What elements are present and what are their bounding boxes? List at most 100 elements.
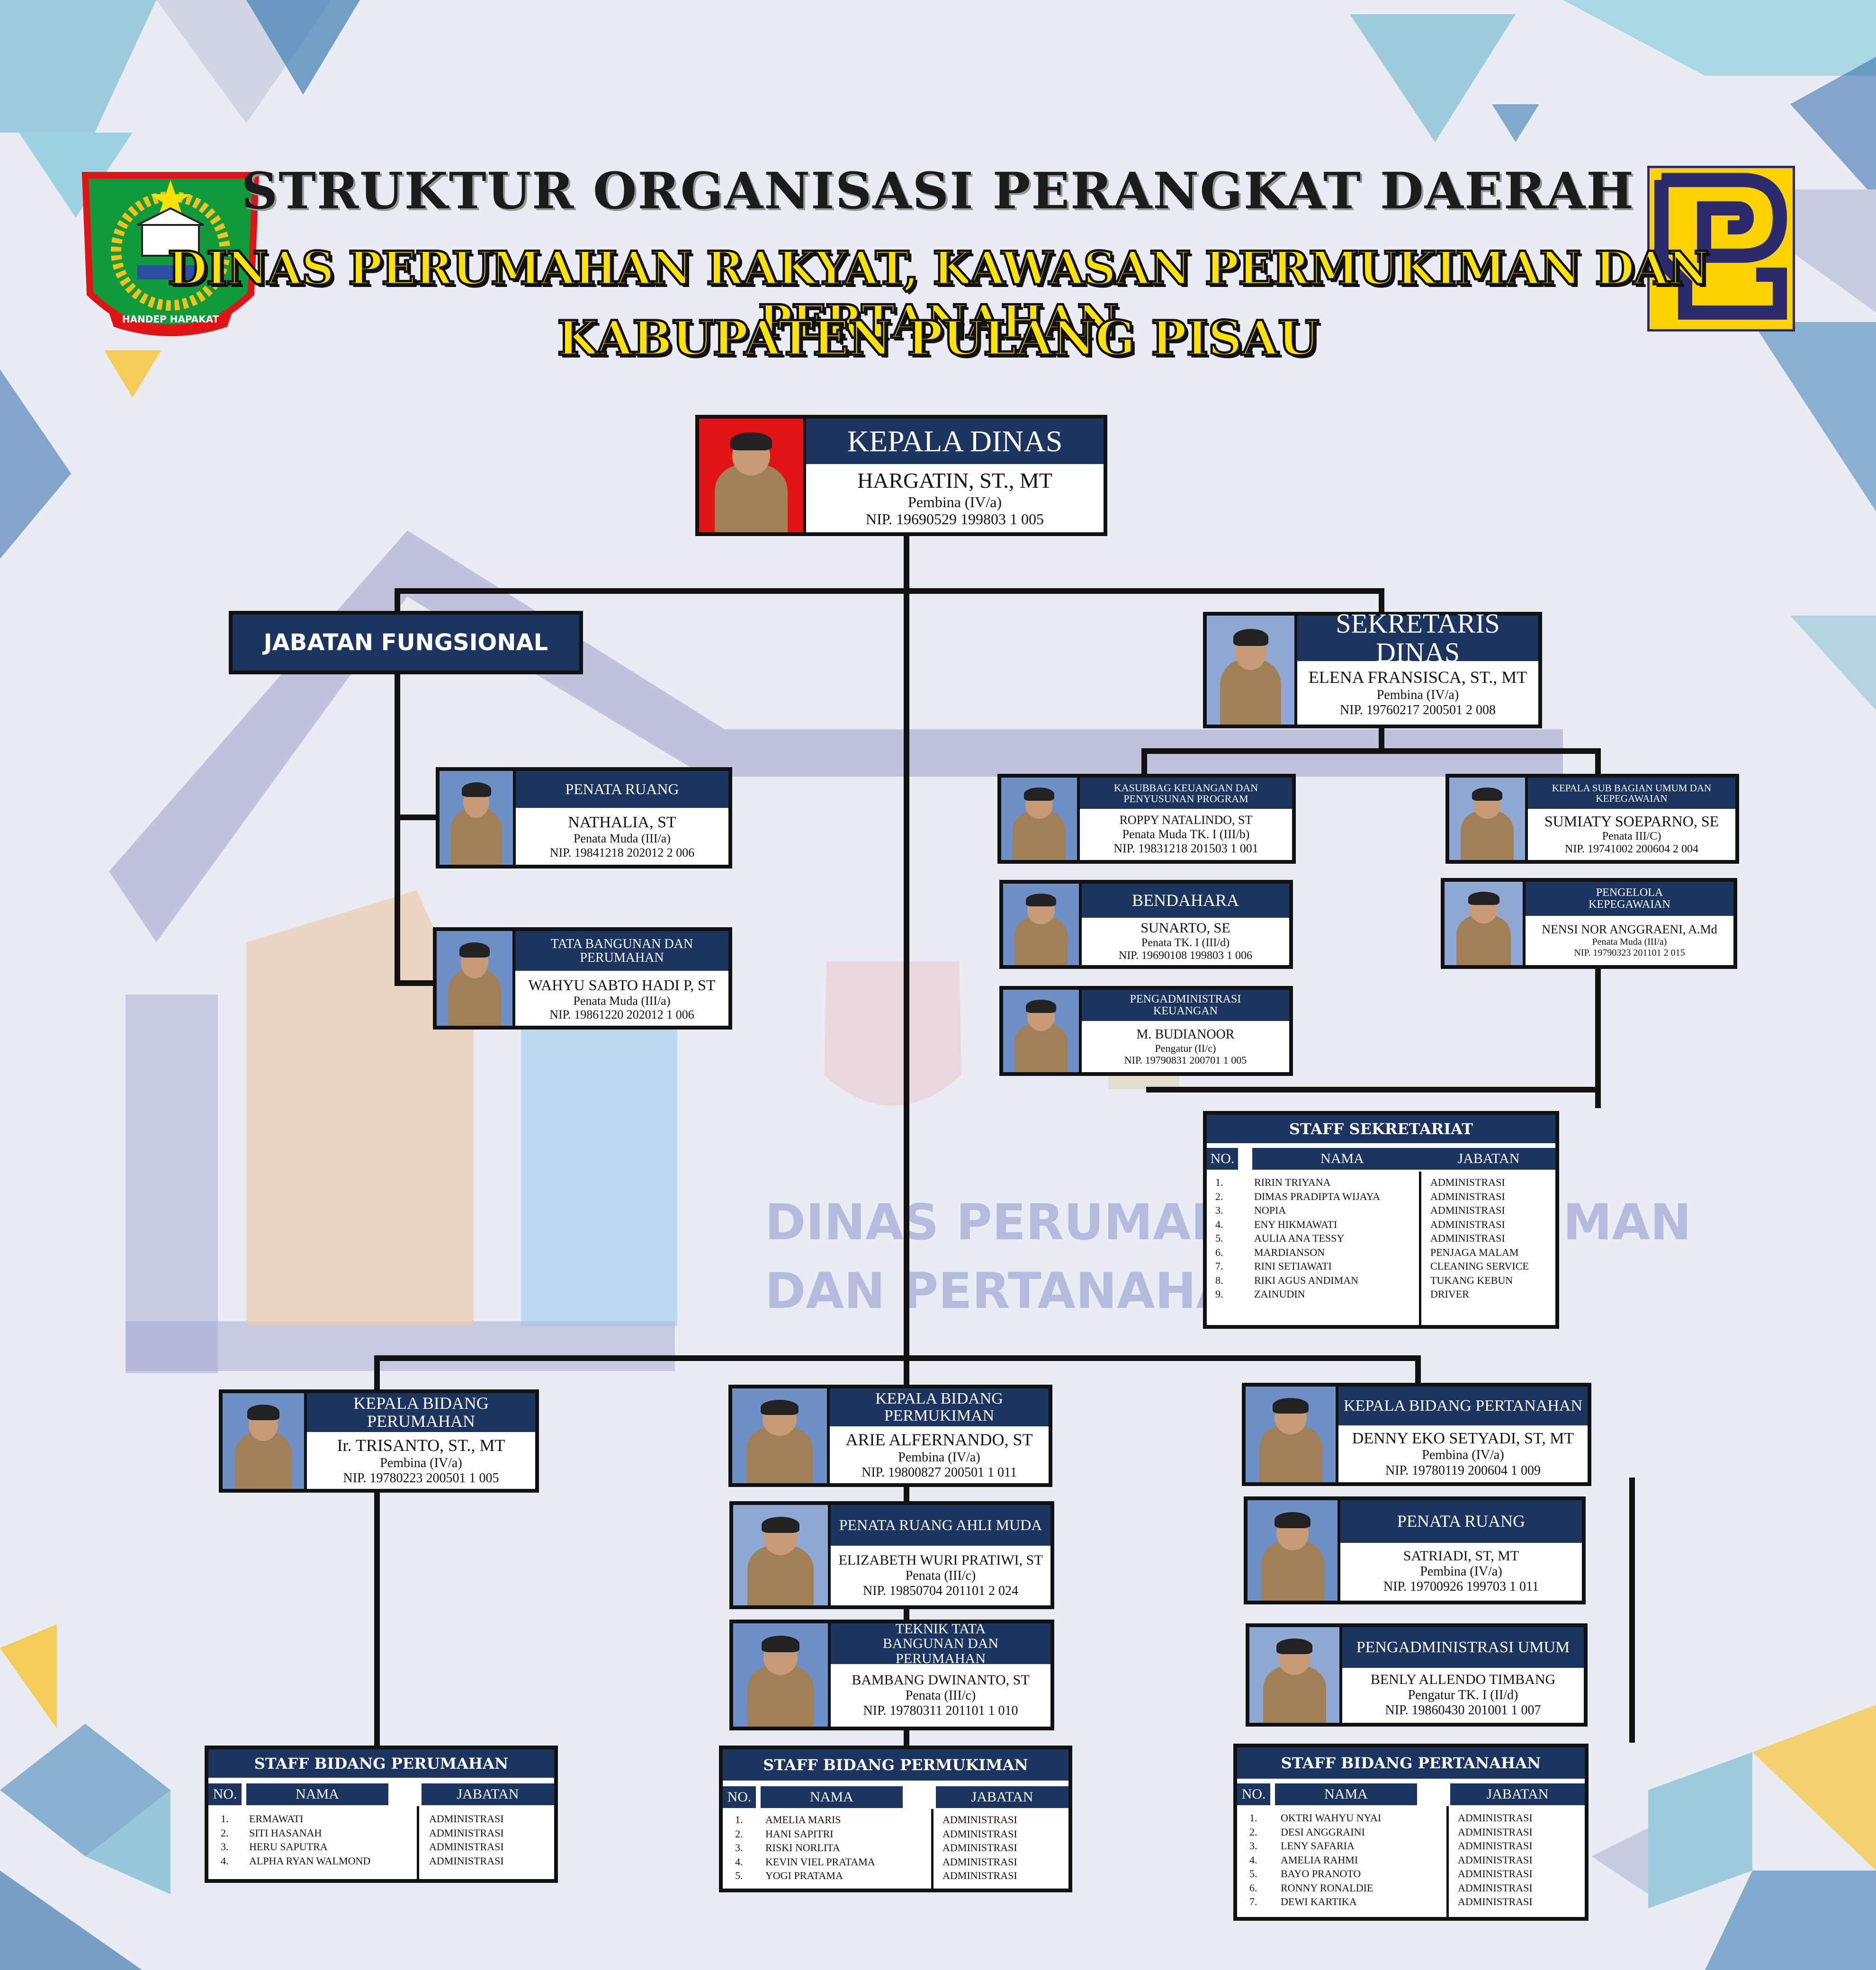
- table-cell: 6.: [1215, 1246, 1223, 1258]
- pengelola-kepegawaian-name: NENSI NOR ANGGRAENI, A.Md: [1542, 922, 1717, 937]
- table-cell: NOPIA: [1254, 1204, 1286, 1216]
- kasubbag-keuangan-card: KASUBBAG KEUANGAN DAN PENYUSUNAN PROGRAM…: [997, 774, 1296, 864]
- teknik-tata-bangunan-photo: [733, 1623, 831, 1727]
- table-cell: HERU SAPUTRA: [249, 1841, 328, 1853]
- teknik-tata-bangunan-name: BAMBANG DWINANTO, ST: [852, 1672, 1030, 1688]
- penata-ruang-pertanahan-photo: [1248, 1500, 1340, 1601]
- page-title: STRUKTUR ORGANISASI PERANGKAT DAERAH: [241, 161, 1635, 220]
- table-cell: 2.: [1249, 1826, 1257, 1838]
- pengelola-kepegawaian-photo: [1445, 882, 1526, 965]
- table-cell: CLEANING SERVICE: [1430, 1260, 1529, 1272]
- table-cell: YOGI PRATAMA: [765, 1870, 843, 1881]
- staff-sekretariat-numbers: 1.2.3.4.5.6.7.8.9.: [1215, 1175, 1223, 1301]
- penata-ruang-ahli-nip: NIP. 19850704 201101 2 024: [863, 1584, 1018, 1599]
- kasubbag-umum-name: SUMIATY SOEPARNO, SE: [1544, 813, 1719, 830]
- penata-ruang-ahli-photo: [733, 1505, 831, 1605]
- sekretaris-name: ELENA FRANSISCA, ST., MT: [1308, 668, 1527, 687]
- staff-perumahan-numbers: 1.2.3.4.: [221, 1812, 229, 1868]
- bendahara-nip: NIP. 19690108 199803 1 006: [1118, 949, 1252, 962]
- table-cell: 3.: [1249, 1840, 1257, 1852]
- kasubbag-keuangan-title: KASUBBAG KEUANGAN DAN PENYUSUNAN PROGRAM: [1080, 778, 1292, 809]
- kabid-permukiman-photo: [732, 1388, 830, 1483]
- table-cell: 5.: [735, 1870, 743, 1881]
- kabid-pertanahan-name: DENNY EKO SETYADI, ST, MT: [1352, 1430, 1574, 1448]
- connector-main-vertical: [904, 530, 909, 1383]
- pengelola-kepegawaian-rank: Penata Muda (III/a): [1592, 936, 1667, 947]
- table-cell: RIKI AGUS ANDIMAN: [1254, 1274, 1359, 1286]
- table-cell: ADMINISTRASI: [429, 1841, 504, 1853]
- connector-bidang-left: [374, 1355, 380, 1398]
- tata-bangunan-name: WAHYU SABTO HADI P, ST: [528, 976, 716, 994]
- kabid-pertanahan-rank: Pembina (IV/a): [1422, 1448, 1504, 1463]
- staff-permukiman-header-no: NO.: [723, 1786, 756, 1808]
- sekretaris-photo: [1207, 616, 1297, 725]
- connector-bidang-right: [1415, 1355, 1421, 1388]
- teknik-tata-bangunan-card: TEKNIK TATA BANGUNAN DAN PERUMAHAN BAMBA…: [729, 1620, 1054, 1730]
- table-cell: ADMINISTRASI: [1430, 1176, 1505, 1188]
- kabid-pertanahan-card: KEPALA BIDANG PERTANAHAN DENNY EKO SETYA…: [1242, 1383, 1591, 1486]
- bendahara-name: SUNARTO, SE: [1140, 920, 1230, 936]
- kabid-perumahan-card: KEPALA BIDANG PERUMAHAN Ir. TRISANTO, ST…: [219, 1389, 539, 1493]
- table-cell: 8.: [1215, 1274, 1223, 1286]
- table-cell: ENY HIKMAWATI: [1254, 1218, 1337, 1230]
- table-cell: ADMINISTRASI: [1430, 1218, 1505, 1230]
- table-cell: 2.: [221, 1827, 229, 1839]
- kabid-pertanahan-photo: [1246, 1387, 1338, 1482]
- table-cell: 4.: [735, 1855, 743, 1868]
- tata-bangunan-title: TATA BANGUNAN DAN PERUMAHAN: [515, 931, 728, 971]
- penata-ruang-name: NATHALIA, ST: [568, 813, 676, 831]
- kasubbag-umum-card: KEPALA SUB BAGIAN UMUM DAN KEPEGAWAIAN S…: [1445, 774, 1739, 864]
- kasubbag-umum-rank: Penata III/C): [1602, 830, 1661, 842]
- pengadministrasi-keuangan-card: PENGADMINISTRASI KEUANGAN M. BUDIANOOR P…: [999, 986, 1293, 1076]
- staff-pertanahan-caption: STAFF BIDANG PERTANAHAN: [1237, 1747, 1585, 1779]
- table-cell: OKTRI WAHYU NYAI: [1281, 1812, 1382, 1824]
- staff-sekretariat-header-no: NO.: [1207, 1148, 1238, 1170]
- table-cell: DIMAS PRADIPTA WIJAYA: [1254, 1190, 1380, 1202]
- table-cell: ADMINISTRASI: [429, 1813, 504, 1825]
- table-cell: ADMINISTRASI: [429, 1827, 504, 1839]
- table-cell: 7.: [1215, 1260, 1223, 1272]
- penata-ruang-ahli-title: PENATA RUANG AHLI MUDA: [831, 1505, 1050, 1546]
- staff-permukiman-caption: STAFF BIDANG PERMUKIMAN: [723, 1749, 1068, 1781]
- staff-perumahan-header-no: NO.: [208, 1783, 242, 1805]
- connector-bidang-horizontal: [374, 1355, 1421, 1361]
- pengadministrasi-umum-title: PENGADMINISTRASI UMUM: [1342, 1627, 1584, 1668]
- kasubbag-keuangan-photo: [1001, 778, 1080, 860]
- staff-sekretariat-header-jabatan: JABATAN: [1422, 1148, 1555, 1170]
- table-cell: ADMINISTRASI: [942, 1842, 1017, 1854]
- pengelola-kepegawaian-nip: NIP. 19790323 201101 2 015: [1574, 947, 1685, 958]
- table-cell: 3.: [221, 1841, 229, 1853]
- table-cell: DRIVER: [1430, 1288, 1469, 1300]
- staff-sekretariat-caption: STAFF SEKRETARIAT: [1207, 1115, 1555, 1143]
- connector-to-sekretaris: [1379, 588, 1384, 612]
- connector-pertanahan-down: [1629, 1478, 1635, 1743]
- table-cell: ADMINISTRASI: [1458, 1854, 1533, 1866]
- pengadministrasi-umum-card: PENGADMINISTRASI UMUM BENLY ALLENDO TIMB…: [1246, 1623, 1588, 1727]
- kepala-dinas-nip: NIP. 19690529 199803 1 005: [865, 510, 1044, 528]
- jabatan-fungsional-box: JABATAN FUNGSIONAL: [229, 611, 583, 674]
- staff-perumahan-header-nama: NAMA: [246, 1783, 388, 1805]
- table-cell: 4.: [1215, 1218, 1223, 1230]
- table-cell: 1.: [221, 1813, 229, 1825]
- pengadministrasi-umum-name: BENLY ALLENDO TIMBANG: [1370, 1671, 1556, 1687]
- connector-jf-vertical: [395, 672, 400, 985]
- teknik-tata-bangunan-title: TEKNIK TATA BANGUNAN DAN PERUMAHAN: [831, 1621, 1050, 1666]
- table-cell: ADMINISTRASI: [1458, 1868, 1533, 1880]
- connector-to-jf: [395, 588, 400, 612]
- table-cell: ADMINISTRASI: [1458, 1840, 1533, 1852]
- table-cell: DESI ANGGRAINI: [1281, 1826, 1365, 1838]
- kepala-dinas-name: HARGATIN, ST., MT: [857, 468, 1052, 492]
- table-cell: 5.: [1249, 1868, 1257, 1880]
- kabid-permukiman-rank: Pembina (IV/a): [898, 1450, 980, 1465]
- table-cell: ADMINISTRASI: [1430, 1190, 1505, 1202]
- kabid-perumahan-nip: NIP. 19780223 200501 1 005: [343, 1470, 499, 1486]
- kasubbag-umum-nip: NIP. 19741002 200604 2 004: [1564, 843, 1698, 856]
- staff-permukiman-table: STAFF BIDANG PERMUKIMAN NO. NAMA JABATAN…: [719, 1746, 1072, 1892]
- kabid-perumahan-name: Ir. TRISANTO, ST., MT: [337, 1436, 505, 1455]
- tata-bangunan-rank: Penata Muda (III/a): [573, 994, 671, 1008]
- kabid-perumahan-rank: Pembina (IV/a): [380, 1455, 462, 1470]
